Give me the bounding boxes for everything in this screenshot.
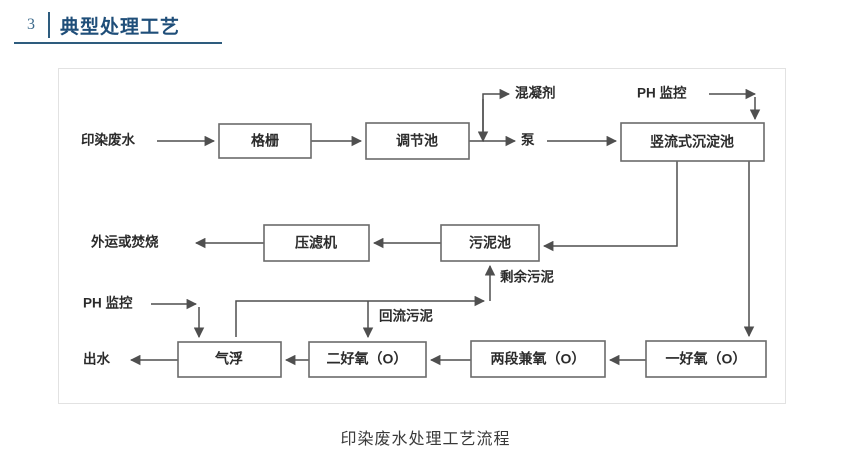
node-liangduanjianyang-label: 两段兼氧（O） xyxy=(491,351,586,367)
node-wunichi[interactable]: 污泥池 xyxy=(440,224,540,262)
node-yalvji-label: 压滤机 xyxy=(295,235,337,251)
node-gezha-label: 格栅 xyxy=(251,133,279,149)
node-qifu[interactable]: 气浮 xyxy=(177,341,282,378)
node-tiaojiechi-label: 调节池 xyxy=(396,133,438,149)
edge-tiaojie-hunningji xyxy=(469,88,511,142)
label-yinranfeishui: 印染废水 xyxy=(81,132,135,148)
edge-qifu-huiliu xyxy=(235,295,486,337)
section-number: 3 xyxy=(27,16,35,33)
label-shengyu-wuni: 剩余污泥 xyxy=(500,269,554,285)
label-waiyun-huo-fenshao: 外运或焚烧 xyxy=(91,234,159,250)
node-yihaoyang[interactable]: 一好氧（O） xyxy=(645,340,767,378)
edge-chendian-wunichi xyxy=(542,161,678,252)
label-ph-monitor-top: PH 监控 xyxy=(637,85,687,101)
node-chendianchi-label: 竖流式沉淀池 xyxy=(650,134,734,150)
label-hunningji: 混凝剂 xyxy=(515,85,556,101)
node-chendianchi[interactable]: 竖流式沉淀池 xyxy=(620,122,765,162)
node-yihaoyang-label: 一好氧（O） xyxy=(666,351,747,367)
page-title: 典型处理工艺 xyxy=(60,16,181,38)
node-gezha[interactable]: 格栅 xyxy=(218,123,312,159)
node-tiaojiechi[interactable]: 调节池 xyxy=(365,122,470,160)
node-liangduanjianyang[interactable]: 两段兼氧（O） xyxy=(470,340,606,378)
label-ph-monitor-bottom: PH 监控 xyxy=(83,295,133,311)
node-qifu-label: 气浮 xyxy=(214,351,243,367)
section-header: 3 典型处理工艺 xyxy=(14,8,222,44)
label-beng: 泵 xyxy=(521,133,535,148)
label-huiliu-wuni: 回流污泥 xyxy=(379,308,433,324)
process-flow-diagram: 格栅 调节池 竖流式沉淀池 压滤机 污泥池 气浮 xyxy=(58,68,786,404)
node-wunichi-label: 污泥池 xyxy=(469,235,511,251)
node-erhaoyang-label: 二好氧（O） xyxy=(327,351,408,367)
figure-caption: 印染废水处理工艺流程 xyxy=(340,431,511,448)
node-layer: 格栅 调节池 竖流式沉淀池 压滤机 污泥池 气浮 xyxy=(177,122,767,378)
flow-chart-svg: 格栅 调节池 竖流式沉淀池 压滤机 污泥池 气浮 xyxy=(81,85,767,378)
label-chushui: 出水 xyxy=(83,351,110,367)
edge-layer xyxy=(129,88,761,366)
node-yalvji[interactable]: 压滤机 xyxy=(263,224,370,262)
node-erhaoyang[interactable]: 二好氧（O） xyxy=(308,341,427,378)
header-divider xyxy=(48,12,50,38)
free-label-layer: 印染废水 混凝剂 泵 PH 监控 外运或焚烧 剩余污泥 PH 监控 回流污泥 出… xyxy=(81,85,687,367)
